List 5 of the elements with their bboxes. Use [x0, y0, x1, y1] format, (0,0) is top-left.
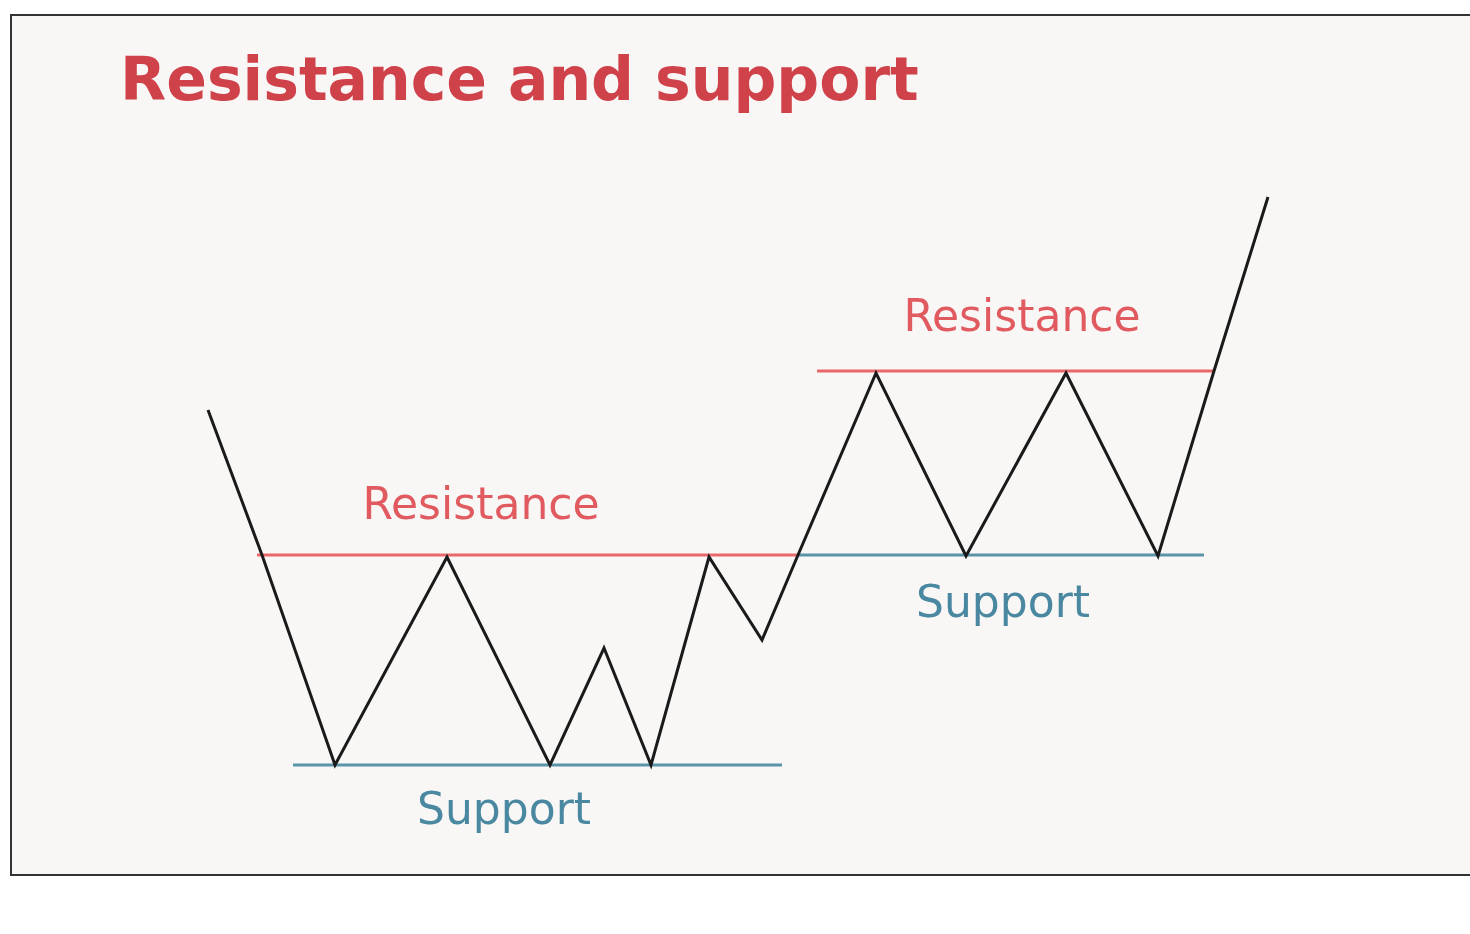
resistance-label: Resistance: [362, 477, 600, 529]
resistance-label: Resistance: [903, 289, 1141, 341]
support-label: Support: [417, 782, 591, 834]
support-label: Support: [916, 575, 1090, 627]
title: Resistance and support: [120, 44, 919, 114]
